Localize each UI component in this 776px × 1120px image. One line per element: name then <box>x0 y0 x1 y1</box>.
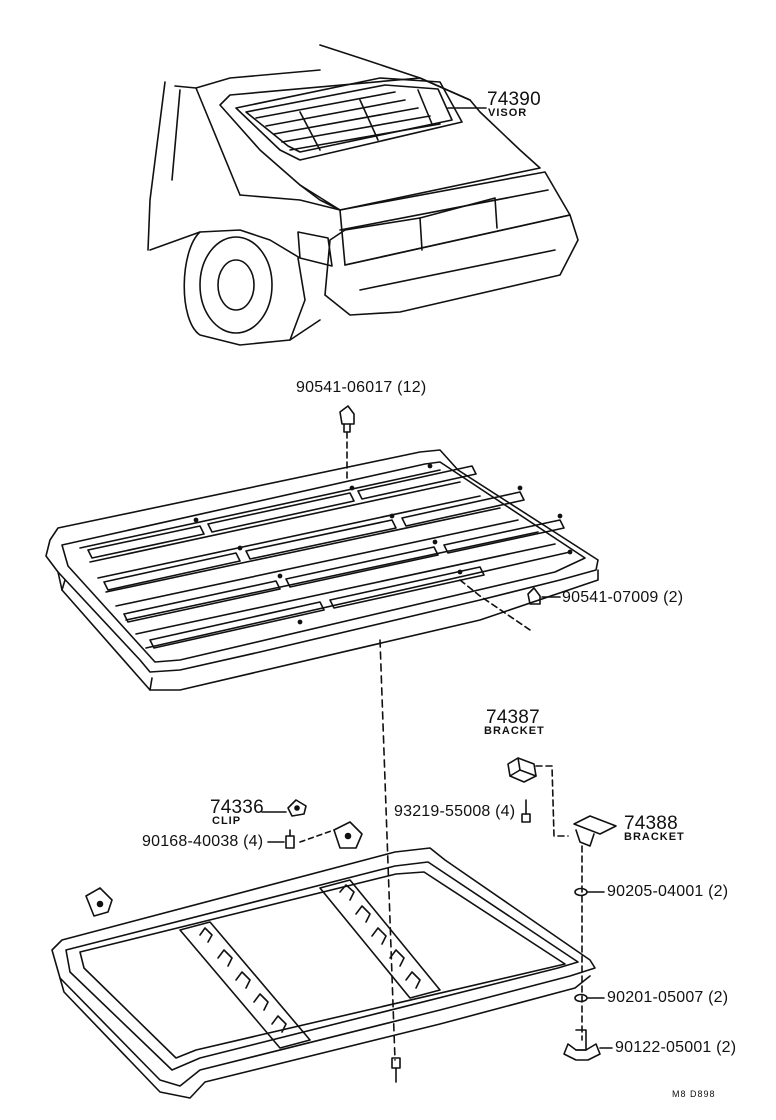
screw-left-part-number: 90168-40038 (4) <box>142 833 264 850</box>
clip-icon <box>287 799 307 817</box>
bracket-74387-part-number: 74387 <box>486 707 540 728</box>
visor-on-car <box>235 77 463 161</box>
screw-mid-icon <box>521 799 531 823</box>
bracket-74388-icon <box>573 815 617 847</box>
bracket-74387-part-name: BRACKET <box>484 725 545 737</box>
bolt-side-icon <box>527 587 541 605</box>
center-dashed-line <box>379 639 396 1061</box>
clip-pad-icon <box>333 821 363 849</box>
wing-nut-icon <box>563 1029 601 1061</box>
bolt-side-dashed-line <box>459 579 531 631</box>
bolt-top-part-number: 90541-06017 (12) <box>296 379 427 396</box>
visor-panel <box>45 449 599 691</box>
bottom-screw-icon <box>391 1057 401 1083</box>
pad-icon <box>85 887 113 917</box>
visor-part-name: VISOR <box>488 107 528 119</box>
washer-1-part-number: 90205-04001 (2) <box>607 883 729 900</box>
clip-dashed-line <box>299 829 335 843</box>
visor-part-number: 74390 <box>487 89 541 110</box>
screw-left-icon <box>285 829 295 849</box>
clip-part-name: CLIP <box>212 815 242 827</box>
bracket-dashed-line <box>535 765 569 837</box>
base-frame <box>51 847 596 1099</box>
bracket-74388-part-number: 74388 <box>624 813 678 834</box>
wing-nut-part-number: 90122-05001 (2) <box>615 1039 737 1056</box>
clip-part-number: 74336 <box>210 797 264 818</box>
bracket-74387-icon <box>507 757 537 783</box>
bolt-top-icon <box>339 405 355 433</box>
washer-1-icon <box>574 887 588 897</box>
washer-2-icon <box>574 993 588 1003</box>
diagram-code: M8 D898 <box>672 1089 716 1099</box>
bracket-74388-part-name: BRACKET <box>624 831 685 843</box>
screw-mid-part-number: 93219-55008 (4) <box>394 803 516 820</box>
washer-2-part-number: 90201-05007 (2) <box>607 989 729 1006</box>
bolt-side-part-number: 90541-07009 (2) <box>562 589 684 606</box>
